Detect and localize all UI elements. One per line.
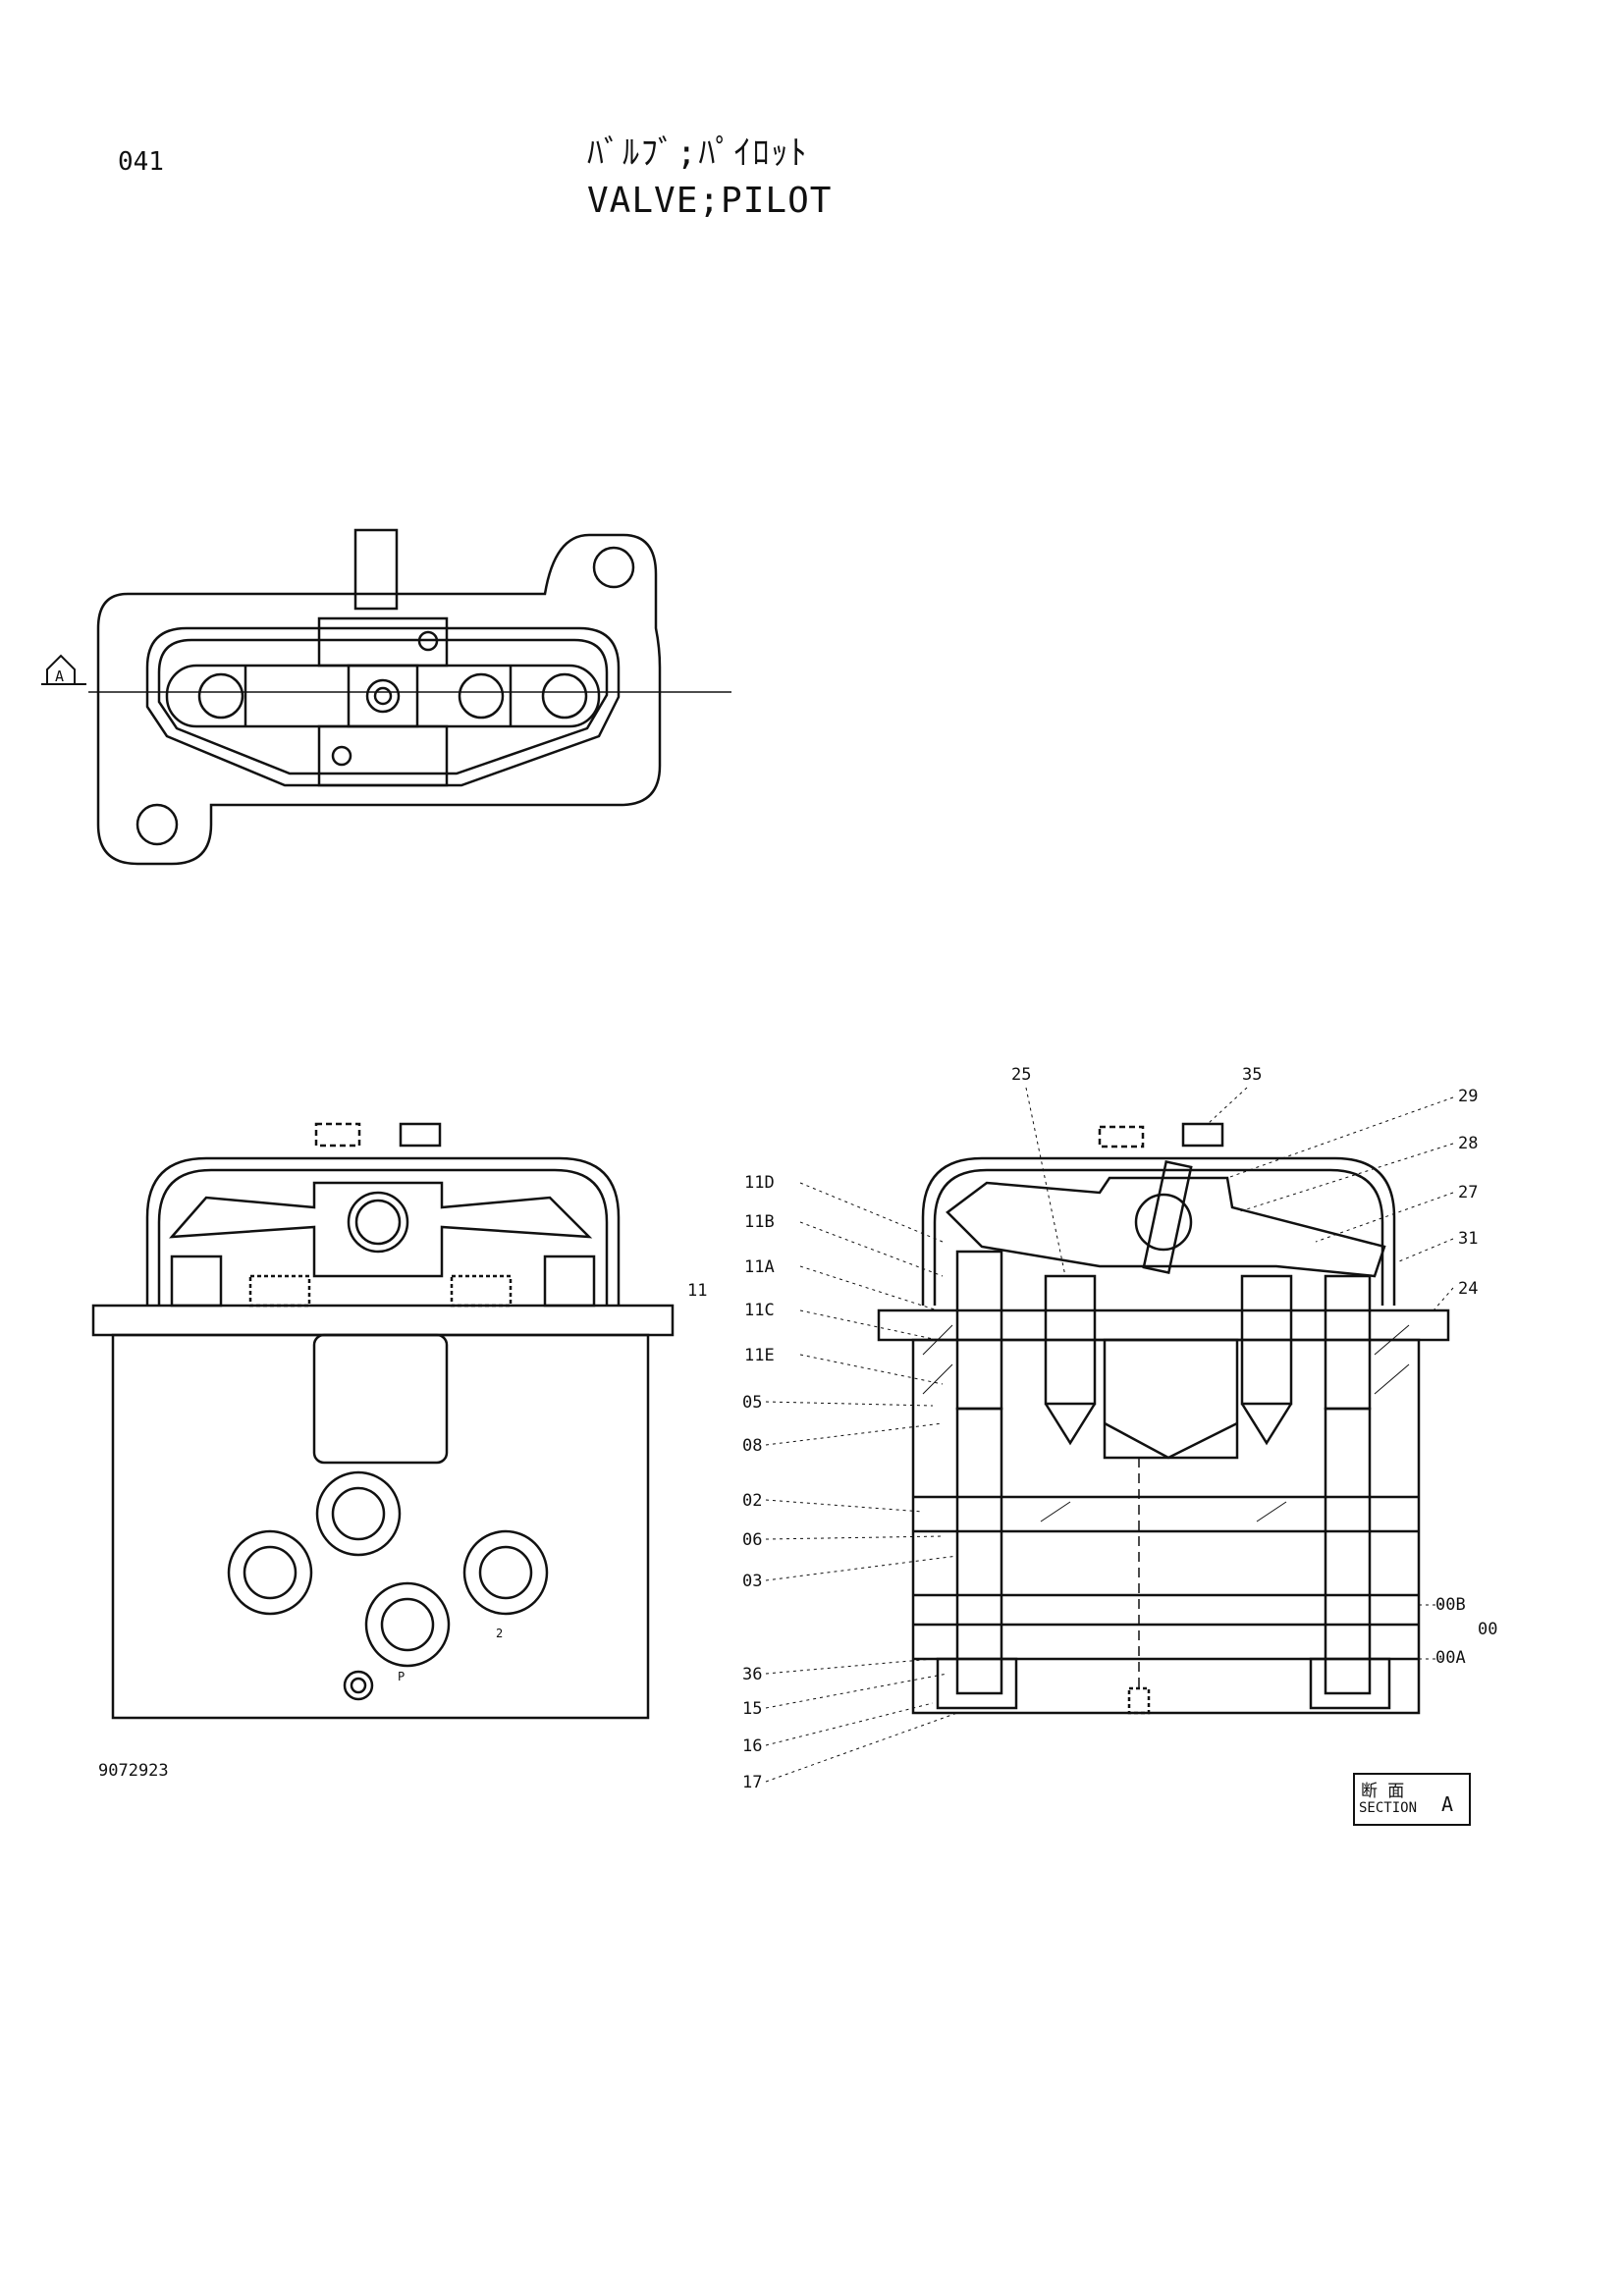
view-marker-letter: A xyxy=(55,667,64,685)
callout-03: 03 xyxy=(742,1572,762,1591)
lever-stem xyxy=(353,528,399,611)
section-flange xyxy=(877,1308,1450,1342)
callout-27: 27 xyxy=(1458,1183,1478,1202)
callout-29: 29 xyxy=(1458,1087,1478,1106)
callout-25: 25 xyxy=(1011,1065,1031,1085)
callout-02: 02 xyxy=(742,1491,762,1511)
port-2 xyxy=(227,1529,313,1616)
callout-16: 16 xyxy=(742,1736,762,1756)
callout-15: 15 xyxy=(742,1699,762,1719)
callout-11c: 11C xyxy=(744,1301,775,1320)
top-view: A xyxy=(41,528,731,866)
callout-08: 08 xyxy=(742,1436,762,1456)
callout-labels: 11D 11B 11A 11 11C 11E 05 08 02 06 03 36… xyxy=(687,1065,1497,1792)
section-view xyxy=(877,1122,1450,1715)
callout-11d: 11D xyxy=(744,1173,775,1193)
section-label-jp: 断 面 xyxy=(1361,1782,1405,1801)
title-japanese: ﾊﾞﾙﾌﾞ;ﾊﾟｲﾛｯﾄ xyxy=(587,133,809,173)
port-4 xyxy=(364,1581,451,1668)
title-english: VALVE;PILOT xyxy=(587,181,833,221)
section-label-box: 断 面 SECTION A xyxy=(1353,1773,1471,1826)
inner-housing xyxy=(145,626,621,787)
callout-11b: 11B xyxy=(744,1212,775,1232)
center-block xyxy=(347,664,419,728)
upper-plate xyxy=(317,616,449,667)
section-body xyxy=(911,1338,1421,1715)
flange-hole-left xyxy=(135,803,179,846)
callout-11e: 11E xyxy=(744,1346,775,1365)
section-label-letter: A xyxy=(1441,1792,1454,1816)
callout-06: 06 xyxy=(742,1530,762,1550)
port-small xyxy=(343,1670,374,1701)
callout-36: 36 xyxy=(742,1665,762,1684)
callout-31: 31 xyxy=(1458,1229,1478,1249)
front-view: P 2 xyxy=(91,1122,675,1720)
callout-28: 28 xyxy=(1458,1134,1478,1153)
port-3 xyxy=(462,1529,549,1616)
callout-17: 17 xyxy=(742,1773,762,1792)
callout-24: 24 xyxy=(1458,1279,1478,1299)
callout-00: 00 xyxy=(1478,1620,1497,1639)
front-flange xyxy=(91,1304,675,1337)
callout-00b: 00B xyxy=(1435,1595,1466,1615)
flange-hole-right xyxy=(592,546,635,589)
lower-plate xyxy=(317,724,449,787)
section-lever xyxy=(946,1176,1386,1278)
cross-bar xyxy=(165,664,601,728)
port-1 xyxy=(315,1470,402,1557)
callout-11: 11 xyxy=(687,1281,707,1301)
flange-outline xyxy=(96,533,662,866)
callout-05: 05 xyxy=(742,1393,762,1413)
front-lever xyxy=(169,1181,593,1278)
center-bolt xyxy=(365,678,401,714)
drawing-number: 9072923 xyxy=(98,1761,169,1781)
port-label-2: 2 xyxy=(496,1627,503,1640)
page-number: 041 xyxy=(118,147,164,177)
section-cover xyxy=(921,1156,1396,1306)
leader-lines xyxy=(765,1087,1454,1783)
front-cover xyxy=(145,1156,621,1306)
callout-11a: 11A xyxy=(744,1257,775,1277)
port-label-p: P xyxy=(398,1670,405,1683)
callout-35: 35 xyxy=(1242,1065,1262,1085)
callout-00a: 00A xyxy=(1435,1648,1466,1668)
section-label-en: SECTION xyxy=(1359,1800,1418,1816)
